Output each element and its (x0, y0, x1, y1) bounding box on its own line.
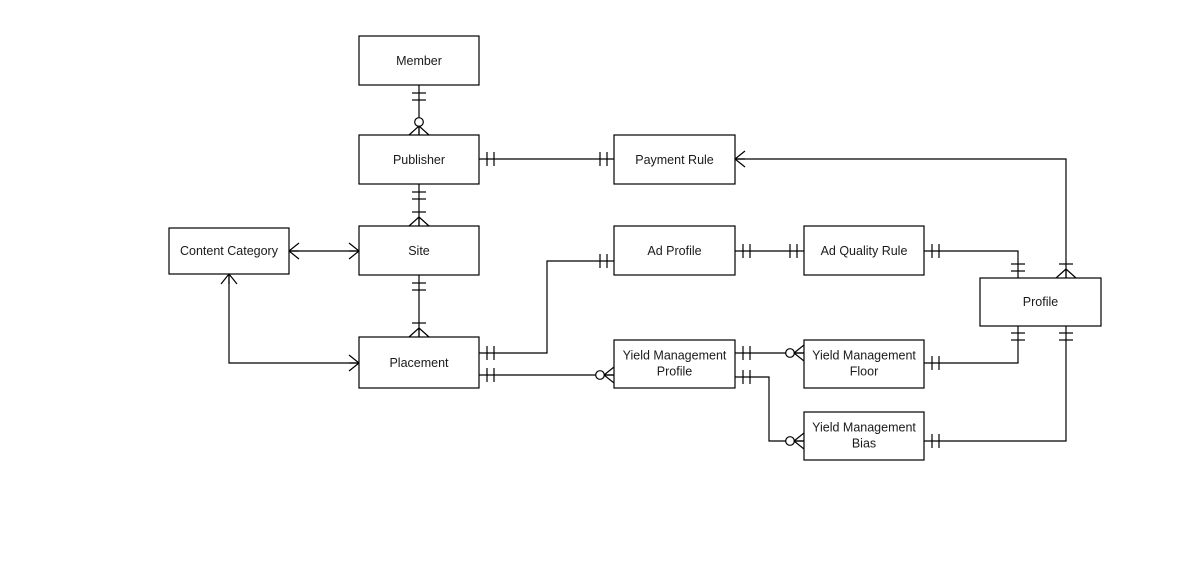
entity-placement[interactable]: Placement (358, 336, 480, 389)
connector-contentcategory-placement[interactable] (228, 274, 359, 364)
cardinality-one-placement-right-upper (486, 346, 495, 360)
cardinality-one-or-many-placement-top (408, 322, 430, 338)
cardinality-one-adprofile-left (599, 254, 608, 268)
entity-yield-management-floor[interactable]: Yield Management Floor (803, 339, 925, 389)
connector-ymbias-profile[interactable] (924, 326, 1067, 442)
cardinality-zero-or-many-ymprofile-left (595, 366, 615, 384)
cardinality-many-placement-left (348, 354, 360, 372)
connector-placement-adprofile[interactable] (479, 260, 614, 354)
entity-content-category[interactable]: Content Category (168, 227, 290, 275)
cardinality-one-profile-top-left (1011, 263, 1025, 272)
cardinality-one-adqualityrule-right (931, 244, 940, 258)
cardinality-one-profile-bottom-right (1059, 332, 1073, 341)
cardinality-one-ymprofile-right-lower (742, 370, 751, 384)
cardinality-many-contentcategory-right (288, 242, 300, 260)
cardinality-zero-or-many-publisher-top (408, 117, 430, 136)
cardinality-one-placement-right-lower (486, 368, 495, 382)
cardinality-one-profile-bottom-left (1011, 332, 1025, 341)
entity-profile[interactable]: Profile (979, 277, 1102, 327)
cardinality-many-contentcategory-bottom (220, 273, 238, 285)
connector-ymfloor-profile[interactable] (924, 326, 1019, 364)
cardinality-one-adqualityrule-left (789, 244, 798, 258)
cardinality-one-ymprofile-right-upper (742, 346, 751, 360)
entity-payment-rule[interactable]: Payment Rule (613, 134, 736, 185)
cardinality-many-paymentrule-right (734, 150, 746, 168)
entity-ad-profile[interactable]: Ad Profile (613, 225, 736, 276)
connector-ymprofile-ymbias[interactable] (735, 376, 804, 442)
entity-yield-management-profile[interactable]: Yield Management Profile (613, 339, 736, 389)
cardinality-one-ymbias-right (931, 434, 940, 448)
cardinality-one-adprofile-right (742, 244, 751, 258)
cardinality-one-or-many-profile-top-right (1055, 263, 1077, 279)
cardinality-one-member (412, 92, 426, 101)
cardinality-zero-or-many-ymfloor-left (785, 344, 805, 362)
connector-adqualityrule-profile[interactable] (924, 250, 1019, 278)
cardinality-one-or-many-site-top (408, 211, 430, 227)
cardinality-many-site-left (348, 242, 360, 260)
cardinality-zero-or-many-ymbias-left (785, 432, 805, 450)
cardinality-layer (220, 92, 1077, 450)
entity-member[interactable]: Member (358, 35, 480, 86)
cardinality-one-site-bottom (412, 282, 426, 291)
entity-yield-management-bias[interactable]: Yield Management Bias (803, 411, 925, 461)
entity-site[interactable]: Site (358, 225, 480, 276)
cardinality-one-publisher-bottom (412, 191, 426, 200)
cardinality-one-ymfloor-right (931, 356, 940, 370)
connector-paymentrule-profile[interactable] (735, 158, 1067, 278)
cardinality-one-paymentrule-left (599, 152, 608, 166)
entity-publisher[interactable]: Publisher (358, 134, 480, 185)
entity-layer: Member Publisher Site Placement Content … (168, 35, 1102, 461)
entity-ad-quality-rule[interactable]: Ad Quality Rule (803, 225, 925, 276)
cardinality-one-publisher-right (486, 152, 495, 166)
